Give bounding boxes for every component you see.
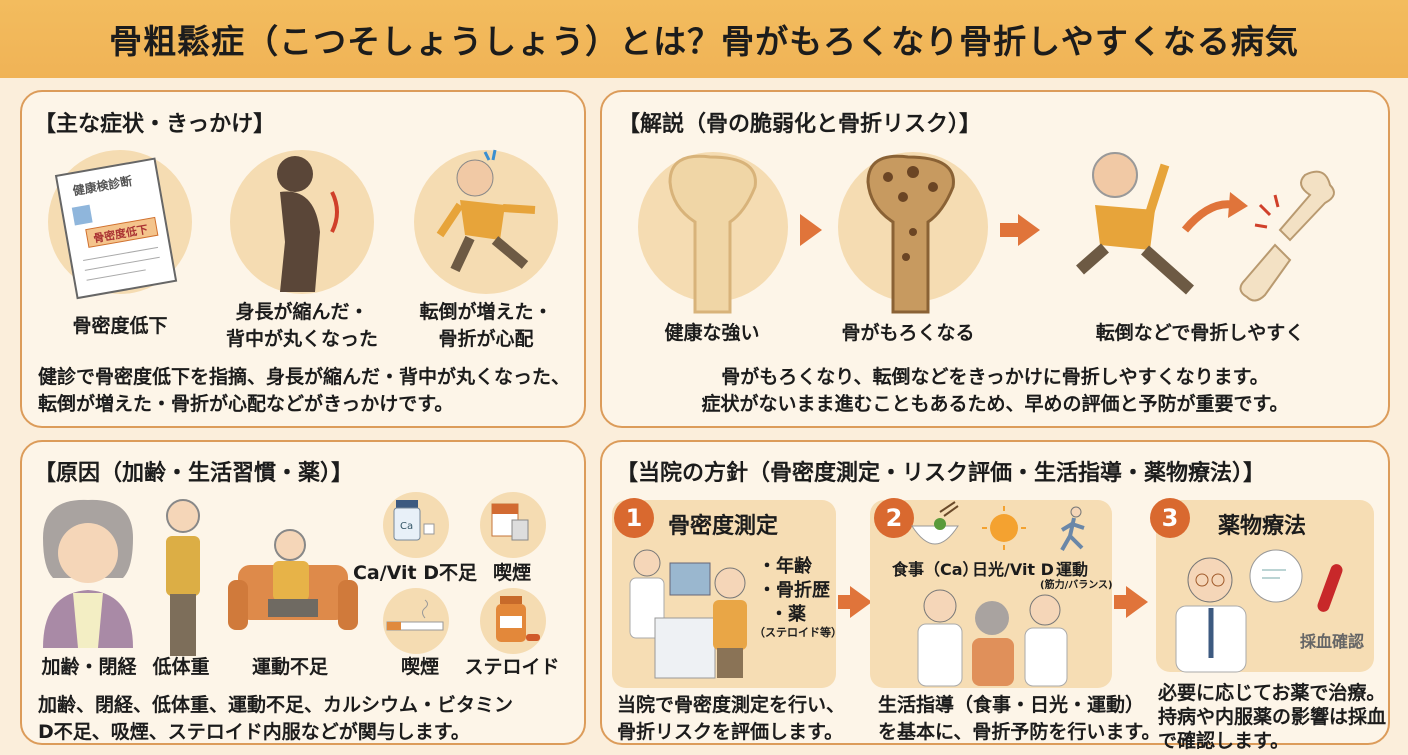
sitting-on-sofa-icon (228, 529, 358, 630)
explain-label: 転倒などで骨折しやすく (1095, 322, 1305, 344)
step-desc: 骨折リスクを評価します。 (617, 721, 844, 743)
explain-heading: 【解説（骨の脆弱化と骨折リスク）】 (618, 112, 982, 137)
cause-label: 喫煙 (492, 562, 532, 584)
step-number-badge: 1 (614, 498, 654, 538)
step-desc: 持病や内服薬の影響は採血 (1158, 706, 1387, 728)
calcium-bottle-icon: Ca (393, 500, 435, 541)
curved-arrow-icon (1181, 192, 1248, 233)
step-desc: 必要に応じてお薬で治療。 (1158, 682, 1386, 704)
symptoms-desc: 転倒が増えた・骨折が心配などがきっかけです。 (38, 393, 454, 415)
symptom-label: 転倒が増えた・ (419, 301, 553, 323)
explain-label: 骨がもろくなる (841, 322, 975, 344)
arrow-right-icon (1018, 214, 1040, 246)
explain-label: 健康な強い (664, 322, 760, 344)
doctor-patient-nurse-icon (917, 589, 1068, 687)
elderly-woman-icon (43, 499, 133, 648)
cause-label: Ca/Vit D不足 (352, 562, 478, 584)
porous-bone-icon (866, 154, 955, 314)
svg-text:Ca: Ca (400, 521, 413, 532)
arrow-right-icon (850, 586, 872, 618)
symptom-label: 身長が縮んだ・ (235, 301, 369, 323)
step-title: 薬物療法 (1218, 514, 1307, 539)
running-person-icon (1060, 506, 1085, 551)
explain-desc: 症状がないまま進むこともあるため、早めの評価と予防が重要です。 (701, 393, 1289, 415)
risk-bullet: ・骨折歴 (758, 580, 830, 601)
bone-density-scan-icon (629, 549, 747, 679)
step-desc: 生活指導（食事・日光・運動） (878, 694, 1145, 716)
falling-elderly-icon (1076, 152, 1194, 295)
steroid-bottle-icon (496, 596, 540, 642)
thin-man-icon (166, 499, 200, 656)
checkup-document-icon: 健康検診断 骨密度低下 (54, 157, 178, 300)
circle-bg (383, 588, 449, 654)
lifestyle-label: 食事（Ca） (892, 560, 979, 579)
arrow-bar (838, 595, 852, 609)
cause-label: 加齢・閉経 (41, 656, 137, 678)
symptom-label: 骨折が心配 (438, 328, 534, 350)
policy-heading: 【当院の方針（骨密度測定・リスク評価・生活指導・薬物療法）】 (616, 461, 1266, 486)
healthy-bone-icon (668, 154, 757, 314)
explain-desc: 骨がもろくなり、転倒などをきっかけに骨折しやすくなります。 (721, 366, 1269, 388)
symptoms-desc: 健診で骨密度低下を指摘、身長が縮んだ・背中が丸くなった、 (38, 366, 571, 388)
causes-desc: D不足、吸煙、ステロイド内服などが関与します。 (38, 721, 470, 743)
bent-back-silhouette-icon (277, 156, 339, 292)
risk-bullet: ・年齢 (758, 556, 812, 577)
blood-test-label: 採血確認 (1300, 632, 1365, 651)
causes-heading: 【原因（加齢・生活習慣・薬）】 (34, 461, 354, 486)
arrow-right-icon (1126, 586, 1148, 618)
cause-label: ステロイド (464, 656, 560, 678)
arrow-bar (1114, 595, 1128, 609)
symptom-label: 骨密度低下 (72, 315, 168, 337)
arrow-right-icon (800, 214, 822, 246)
cause-label: 低体重 (152, 656, 210, 678)
causes-desc: 加齢、閉経、低体重、運動不足、カルシウム・ビタミン (38, 694, 514, 716)
step-number-badge: 2 (874, 498, 914, 538)
sun-icon (982, 506, 1026, 550)
arrow-bar (1000, 223, 1020, 237)
meal-bowl-icon (911, 501, 959, 545)
step-desc: を基本に、骨折予防を行います。 (878, 721, 1161, 743)
step-desc: 当院で骨密度測定を行い、 (617, 694, 846, 716)
step-desc: で確認します。 (1158, 730, 1290, 752)
page-title: 骨粗鬆症（こつそしょうしょう）とは？骨がもろくなり骨折しやすくなる病気 (0, 0, 1408, 78)
cigarette-pack-icon (491, 503, 529, 541)
lifestyle-note: (筋力/バランス) (1040, 580, 1113, 591)
lifestyle-label: 運動 (1056, 560, 1089, 579)
doctor-explaining-icon (1175, 549, 1343, 673)
cause-label: 運動不足 (251, 656, 329, 678)
cause-label: 喫煙 (400, 656, 440, 678)
cigarette-icon (386, 599, 444, 631)
symptoms-heading: 【主な症状・きっかけ】 (34, 112, 276, 137)
broken-bone-icon (1239, 170, 1335, 302)
risk-note: （ステロイド等） (754, 626, 842, 639)
lifestyle-label: 日光/Vit D (972, 560, 1054, 579)
risk-bullet: ・薬 (770, 604, 806, 625)
step-title: 骨密度測定 (668, 514, 779, 539)
step-number-badge: 3 (1150, 498, 1190, 538)
symptom-label: 背中が丸くなった (225, 328, 379, 350)
falling-person-icon (436, 149, 536, 273)
